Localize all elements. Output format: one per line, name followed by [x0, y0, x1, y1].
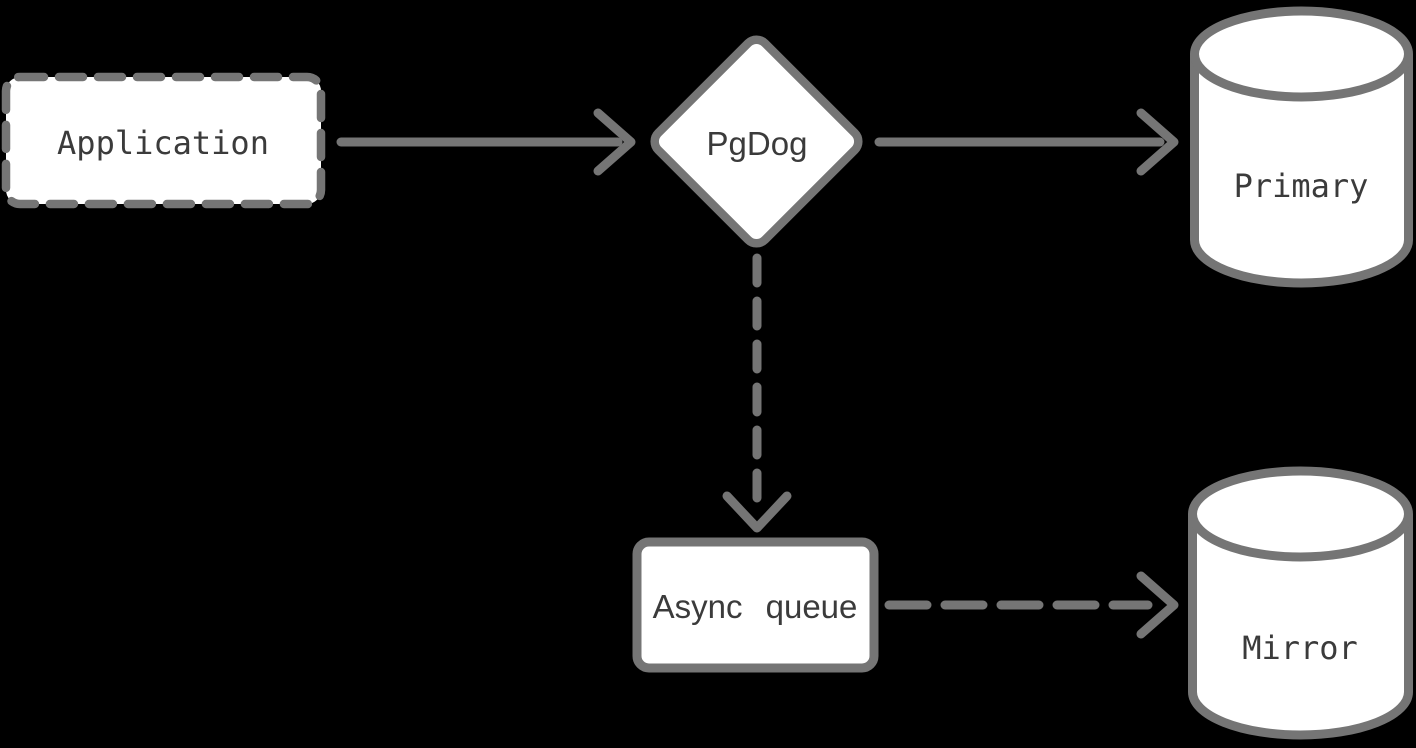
mirror-cylinder-body — [1188, 514, 1413, 740]
node-async-queue: Async queue — [632, 537, 879, 673]
mirror-cylinder-top — [1188, 466, 1413, 562]
node-primary-label: Primary — [1234, 167, 1369, 205]
primary-cylinder-body — [1190, 54, 1413, 288]
node-application: Application — [1, 72, 326, 209]
async-queue-box — [632, 537, 879, 673]
node-application-label: Application — [57, 124, 269, 162]
node-async-queue-label: Async queue — [653, 588, 858, 625]
node-pgdog: PgDog — [650, 35, 863, 248]
edge-async-queue-to-mirror — [884, 571, 1179, 639]
arrowhead-down-icon — [722, 491, 792, 533]
arrowhead-right-icon — [1136, 571, 1179, 639]
edge-pgdog-to-primary — [874, 108, 1179, 176]
node-pgdog-label: PgDog — [707, 125, 808, 162]
arrowhead-right-icon — [1136, 108, 1179, 176]
edge-pgdog-to-async-queue — [722, 253, 792, 533]
primary-cylinder-top — [1190, 6, 1413, 102]
node-primary: Primary — [1190, 6, 1413, 288]
edge-application-to-pgdog — [336, 108, 636, 176]
application-box — [1, 72, 326, 209]
node-mirror-label: Mirror — [1242, 629, 1358, 667]
pgdog-diamond — [650, 35, 863, 248]
node-mirror: Mirror — [1188, 466, 1413, 740]
arrowhead-right-icon — [593, 108, 636, 176]
